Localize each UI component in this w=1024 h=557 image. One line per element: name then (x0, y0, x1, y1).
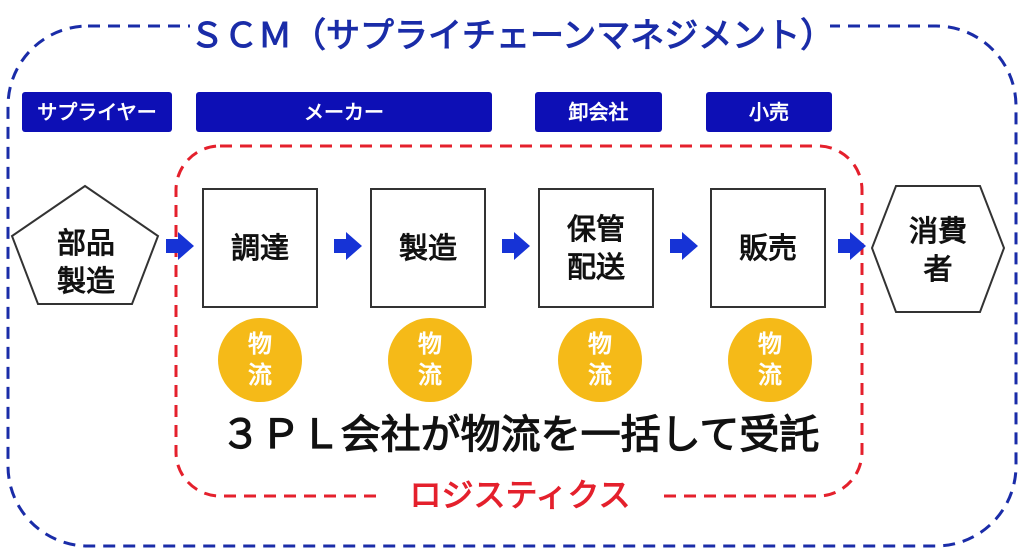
step-label: 配送 (566, 250, 625, 284)
role-wholesaler: 卸会社 (535, 92, 662, 132)
step-label: 調達 (230, 231, 289, 265)
node-label: 者 (923, 252, 953, 286)
arrow-right-icon (334, 232, 362, 260)
badge-label: 物 (248, 330, 272, 358)
node-parts-manufacturing: 部品 製造 (20, 222, 152, 302)
logistics-title: ロジスティクス (380, 470, 660, 520)
logistics-badge: 物 流 (558, 318, 642, 402)
badge-label: 流 (418, 361, 442, 389)
step-sales: 販売 (710, 188, 826, 308)
node-label: 消費 (908, 214, 967, 248)
consumer-hexagon (870, 185, 1006, 313)
role-supplier: サプライヤー (22, 92, 172, 132)
badge-label: 物 (758, 330, 782, 358)
parts-pentagon (10, 184, 160, 305)
badge-label: 物 (588, 330, 612, 358)
step-procurement: 調達 (202, 188, 318, 308)
arrow-right-icon (838, 232, 866, 260)
step-label: 保管 (566, 212, 625, 246)
badge-label: 物 (418, 330, 442, 358)
arrow-right-icon (670, 232, 698, 260)
step-storage-delivery: 保管 配送 (538, 188, 654, 308)
arrow-right-icon (502, 232, 530, 260)
step-manufacturing: 製造 (370, 188, 486, 308)
scm-title: ＳＣＭ（サプライチェーンマネジメント） (190, 8, 834, 64)
role-maker: メーカー (196, 92, 492, 132)
badge-label: 流 (588, 361, 612, 389)
badge-label: 流 (758, 361, 782, 389)
logistics-badge: 物 流 (728, 318, 812, 402)
logistics-badge: 物 流 (218, 318, 302, 402)
arrow-right-icon (166, 232, 194, 260)
role-retail: 小売 (706, 92, 832, 132)
node-consumer: 消費 者 (876, 210, 1000, 290)
node-label: 製造 (56, 264, 115, 298)
step-label: 販売 (738, 231, 797, 265)
badge-label: 流 (248, 361, 272, 389)
logistics-badge: 物 流 (388, 318, 472, 402)
step-label: 製造 (398, 231, 457, 265)
node-label: 部品 (56, 226, 115, 260)
tagline: ３ＰＬ会社が物流を一括して受託 (220, 412, 820, 458)
